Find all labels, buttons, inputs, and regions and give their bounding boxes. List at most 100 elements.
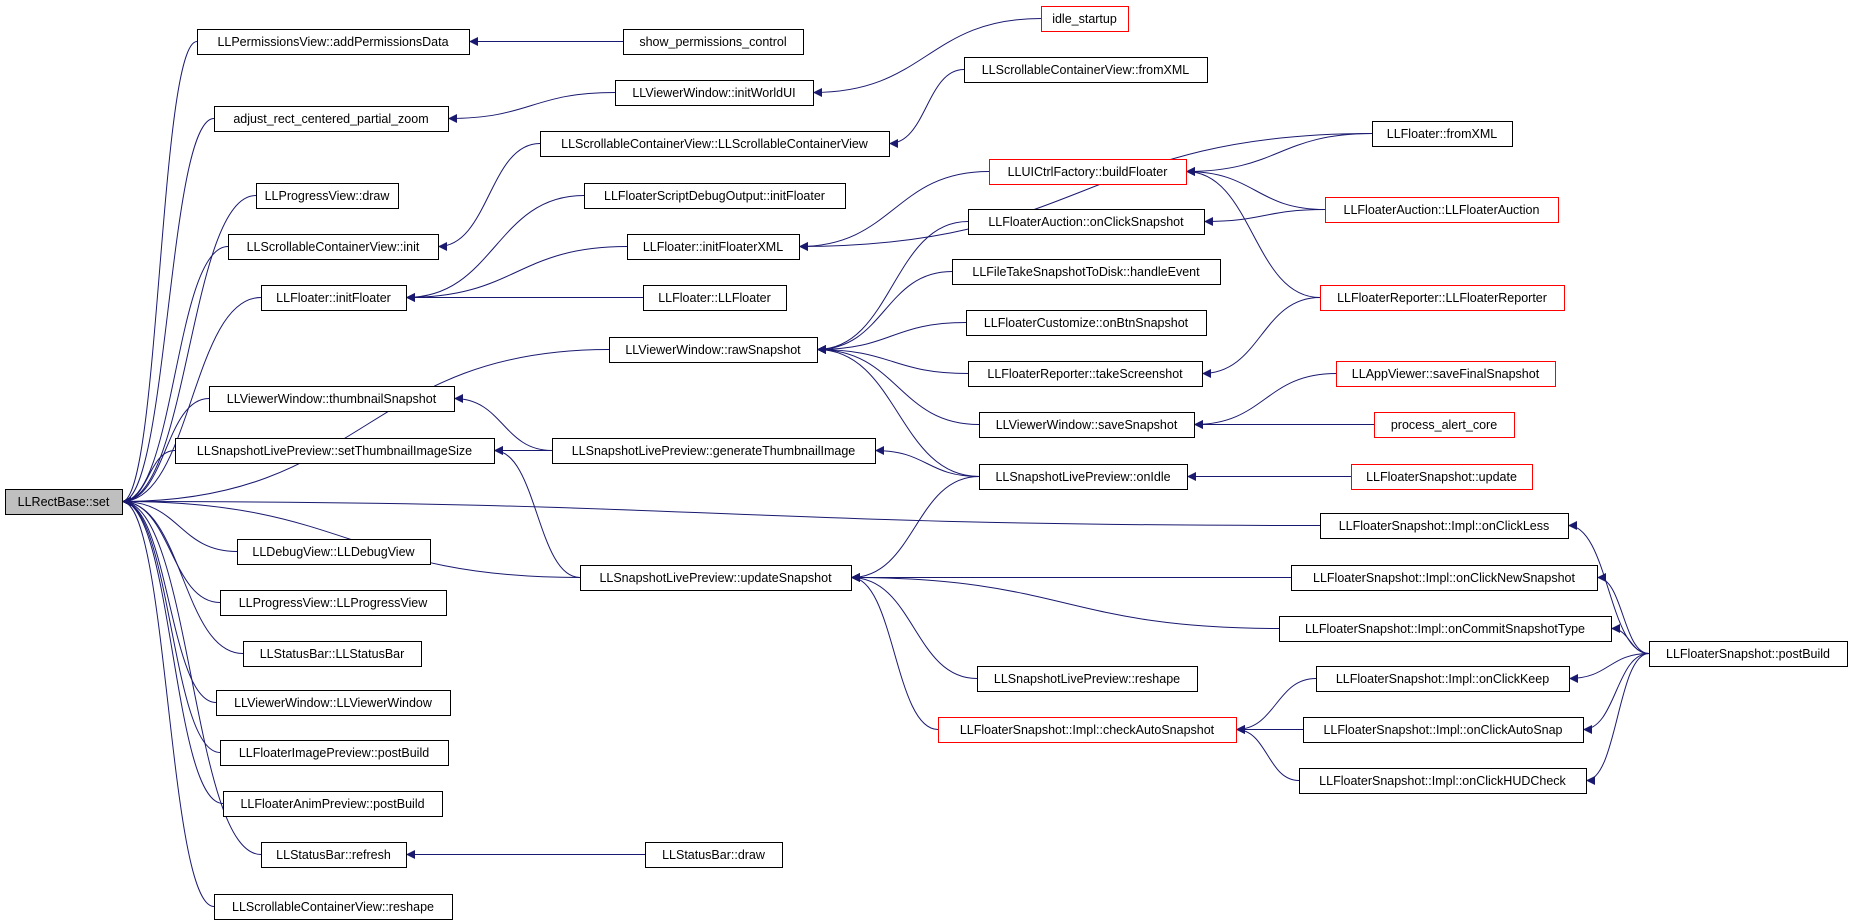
graph-node[interactable]: LLFloater::LLFloater <box>643 285 787 311</box>
edge-n47-to-n0 <box>121 497 262 855</box>
graph-node-label: LLPermissionsView::addPermissionsData <box>217 35 448 49</box>
graph-node-label: LLSnapshotLivePreview::setThumbnailImage… <box>197 444 472 458</box>
graph-node[interactable]: idle_startup <box>1041 6 1129 32</box>
graph-node[interactable]: LLFloaterSnapshot::postBuild <box>1649 641 1848 667</box>
graph-node-box <box>1351 464 1533 490</box>
graph-node[interactable]: LLFloaterAuction::LLFloaterAuction <box>1325 197 1559 223</box>
graph-node[interactable]: LLFileTakeSnapshotToDisk::handleEvent <box>952 259 1221 285</box>
graph-node[interactable]: LLAppViewer::saveFinalSnapshot <box>1336 361 1556 387</box>
graph-node[interactable]: LLSnapshotLivePreview::reshape <box>977 666 1198 692</box>
graph-node[interactable]: LLScrollableContainerView::init <box>228 234 439 260</box>
graph-node[interactable]: LLFloaterSnapshot::Impl::onClickLess <box>1320 513 1569 539</box>
edge-n29-to-n28 <box>874 446 980 477</box>
graph-node[interactable]: LLUICtrlFactory::buildFloater <box>989 159 1187 185</box>
graph-node[interactable]: LLFloater::fromXML <box>1372 121 1513 147</box>
graph-node[interactable]: LLFloaterImagePreview::postBuild <box>220 740 449 766</box>
graph-node-box <box>1279 616 1612 642</box>
node-layer: LLRectBase::set LLPermissionsView::addPer… <box>5 6 1848 920</box>
graph-node-box <box>966 310 1207 336</box>
graph-node[interactable]: LLSnapshotLivePreview::updateSnapshot <box>580 565 852 591</box>
graph-node[interactable]: LLStatusBar::LLStatusBar <box>243 641 422 667</box>
graph-node[interactable]: LLScrollableContainerView::LLScrollableC… <box>540 131 890 157</box>
graph-node[interactable]: LLViewerWindow::LLViewerWindow <box>216 690 451 716</box>
graph-node[interactable]: LLFloaterReporter::LLFloaterReporter <box>1320 285 1565 311</box>
graph-node-label: LLFloaterAuction::LLFloaterAuction <box>1344 203 1540 217</box>
graph-node-box <box>256 183 399 209</box>
graph-node-box <box>609 337 818 363</box>
graph-node-box <box>261 842 407 868</box>
graph-node[interactable]: LLSnapshotLivePreview::onIdle <box>979 464 1188 490</box>
graph-node-box <box>197 29 470 55</box>
graph-node-box <box>228 234 439 260</box>
graph-node-box <box>214 894 453 920</box>
graph-node[interactable]: LLFloaterReporter::takeScreenshot <box>968 361 1203 387</box>
graph-node[interactable]: LLViewerWindow::initWorldUI <box>615 80 814 106</box>
edge-n45-to-n42 <box>1235 725 1300 781</box>
graph-node-box <box>968 361 1203 387</box>
graph-node[interactable]: LLFloaterSnapshot::Impl::onClickNewSnaps… <box>1291 565 1598 591</box>
graph-node-label: LLScrollableContainerView::init <box>247 240 420 254</box>
graph-node[interactable]: LLViewerWindow::thumbnailSnapshot <box>209 386 455 412</box>
graph-node-label: LLFloaterSnapshot::postBuild <box>1666 647 1830 661</box>
graph-node-label: LLFloaterSnapshot::Impl::onClickNewSnaps… <box>1313 571 1575 585</box>
graph-node-label: LLFloaterScriptDebugOutput::initFloater <box>604 189 825 203</box>
edge-n17-to-n16 <box>1203 209 1326 226</box>
graph-node[interactable]: LLDebugView::LLDebugView <box>237 539 431 565</box>
edge-n7-to-n0 <box>121 246 229 506</box>
graph-node[interactable]: LLFloaterSnapshot::Impl::checkAutoSnapsh… <box>938 717 1237 743</box>
graph-node[interactable]: LLFloaterCustomize::onBtnSnapshot <box>966 310 1207 336</box>
graph-node[interactable]: LLSnapshotLivePreview::setThumbnailImage… <box>175 438 495 464</box>
graph-node-box <box>223 791 443 817</box>
edge-n18-to-n21 <box>816 271 953 354</box>
graph-node-box <box>1325 197 1559 223</box>
graph-node[interactable]: LLFloater::initFloater <box>261 285 407 311</box>
edge-n42-to-n33 <box>850 573 939 730</box>
graph-node-label: LLScrollableContainerView::LLScrollableC… <box>561 137 869 151</box>
graph-node[interactable]: LLViewerWindow::rawSnapshot <box>609 337 818 363</box>
graph-node[interactable]: show_permissions_control <box>623 29 804 55</box>
graph-node-box <box>645 842 783 868</box>
edge-n44-to-n0 <box>121 497 221 753</box>
edge-n29-to-n33 <box>850 476 980 582</box>
edge-n10-to-n0 <box>121 297 262 506</box>
graph-node[interactable]: LLRectBase::set <box>5 489 123 515</box>
graph-node[interactable]: LLFloater::initFloaterXML <box>627 234 800 260</box>
edge-n4-to-n3 <box>447 92 616 123</box>
graph-node-label: LLAppViewer::saveFinalSnapshot <box>1352 367 1540 381</box>
graph-node[interactable]: LLProgressView::draw <box>256 183 399 209</box>
graph-node[interactable]: LLFloaterSnapshot::update <box>1351 464 1533 490</box>
edge-n1-to-n0 <box>121 41 198 506</box>
graph-node[interactable]: LLFloaterSnapshot::Impl::onClickKeep <box>1316 666 1570 692</box>
edge-n38-to-n40 <box>1568 653 1650 683</box>
graph-node[interactable]: LLFloaterScriptDebugOutput::initFloater <box>584 183 846 209</box>
graph-node-label: LLFloaterSnapshot::Impl::onCommitSnapsho… <box>1305 622 1585 636</box>
graph-node[interactable]: LLViewerWindow::saveSnapshot <box>979 412 1195 438</box>
graph-node-box <box>243 641 422 667</box>
graph-node[interactable]: process_alert_core <box>1374 412 1515 438</box>
graph-node[interactable]: LLScrollableContainerView::fromXML <box>964 57 1208 83</box>
graph-node[interactable]: LLScrollableContainerView::reshape <box>214 894 453 920</box>
graph-node[interactable]: LLFloaterSnapshot::Impl::onCommitSnapsho… <box>1279 616 1612 642</box>
graph-node-label: LLFloaterSnapshot::Impl::onClickKeep <box>1336 672 1549 686</box>
graph-node[interactable]: LLFloaterAnimPreview::postBuild <box>223 791 443 817</box>
graph-node-label: LLRectBase::set <box>18 495 110 509</box>
graph-node[interactable]: LLPermissionsView::addPermissionsData <box>197 29 470 55</box>
graph-node[interactable]: LLFloaterAuction::onClickSnapshot <box>968 209 1205 235</box>
graph-node[interactable]: LLProgressView::LLProgressView <box>220 590 447 616</box>
edge-n22-to-n21 <box>816 345 969 374</box>
graph-node[interactable]: LLFloaterSnapshot::Impl::onClickAutoSnap <box>1303 717 1584 743</box>
graph-node[interactable]: LLStatusBar::draw <box>645 842 783 868</box>
edge-n24-to-n0 <box>121 398 210 506</box>
edge-n6-to-n0 <box>121 195 257 506</box>
graph-node[interactable]: LLSnapshotLivePreview::generateThumbnail… <box>552 438 876 464</box>
graph-node-label: LLFloater::fromXML <box>1387 127 1498 141</box>
graph-node[interactable]: LLFloaterSnapshot::Impl::onClickHUDCheck <box>1299 768 1587 794</box>
edge-n17-to-n14 <box>1185 167 1326 210</box>
graph-node[interactable]: adjust_rect_centered_partial_zoom <box>214 106 449 132</box>
graph-node-box <box>216 690 451 716</box>
graph-node-label: process_alert_core <box>1391 418 1497 432</box>
graph-node-box <box>214 106 449 132</box>
graph-node[interactable]: LLStatusBar::refresh <box>261 842 407 868</box>
edge-n46-to-n0 <box>121 497 224 804</box>
graph-node-label: LLUICtrlFactory::buildFloater <box>1008 165 1168 179</box>
